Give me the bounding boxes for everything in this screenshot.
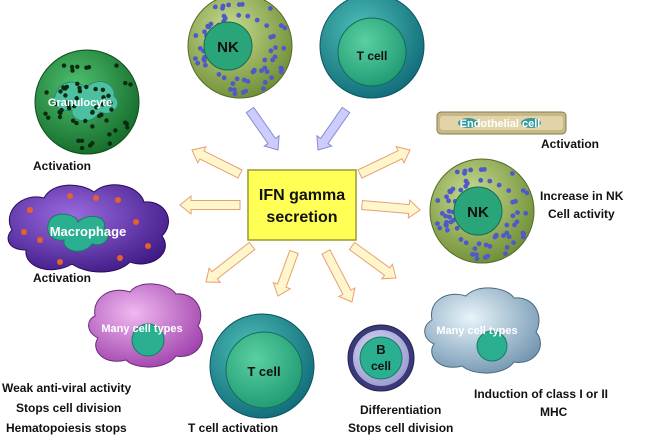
granulocyte-name: Granulocyte [48,97,112,109]
t-cell-bottom: T cell [209,313,315,419]
granulocyte-effect-label: Activation [33,159,91,173]
t-top-label: T cell [357,49,388,63]
many-right-name: Many cell types [436,325,517,337]
many-left-name: Many cell types [101,323,182,335]
arrow-to-nk-right [361,199,421,220]
t-bottom-effect-label: T cell activation [188,421,278,435]
b-cell: B cell [347,324,415,392]
arrow-to-b-cell [321,249,356,303]
center-line1: IFN gamma [259,187,345,204]
many-right-effect-line1: Induction of class I or II [474,387,608,401]
macrophage-effect-label: Activation [33,271,91,285]
nk-top-label: NK [217,39,239,56]
center-line2: secretion [266,209,337,226]
macrophage-granule-dots [21,193,151,265]
arrow-in-from-nk [245,106,280,151]
nk-right-effect-line1: Increase in NK [540,189,624,203]
many-cell-types-right: Many cell types [424,287,541,374]
b-cell-effect-line2: Stops cell division [348,421,453,435]
nk-right-effect-line2: Cell activity [548,207,615,221]
arrow-in-from-t-cell [316,106,351,151]
nk-right-granule-dots [435,167,530,262]
granulocyte-granule-dots [43,63,133,151]
many-left-effect-line1: Weak anti-viral activity [2,381,131,395]
endothelial-cell: Endothelial cell [436,111,567,135]
endothelial-name: Endothelial cell [460,118,541,130]
b-cell-effect-line1: Differentiation [360,403,441,417]
t-bottom-label: T cell [247,364,280,379]
granulocyte-cell: Granulocyte [34,49,140,155]
many-right-effect-line2: MHC [540,405,568,419]
arrow-to-macrophage [179,194,241,216]
nk-cell-right: NK [429,158,535,264]
arrow-to-endothelial [357,145,411,179]
macrophage-cell: Macrophage [7,184,169,273]
b-cell-name-line1: B [376,342,385,357]
many-cell-types-left: Many cell types [88,283,203,368]
ifn-gamma-box: IFN gamma secretion [247,169,357,241]
many-left-effect-line2: Stops cell division [16,401,121,415]
many-left-effect-line3: Hematopoiesis stops [6,421,127,435]
arrow-to-granulocyte [191,146,243,179]
macrophage-name: Macrophage [50,224,127,239]
arrows [179,106,421,303]
arrow-to-many-right [348,241,397,280]
arrow-to-many-left [205,241,256,283]
t-cell-top: T cell [319,0,425,99]
b-cell-name-line2: cell [371,359,391,373]
nk-right-label: NK [467,204,489,221]
endothelial-effect-label: Activation [541,137,599,151]
nk-cell-top: NK [187,0,293,99]
arrow-to-t-bottom [272,249,299,297]
